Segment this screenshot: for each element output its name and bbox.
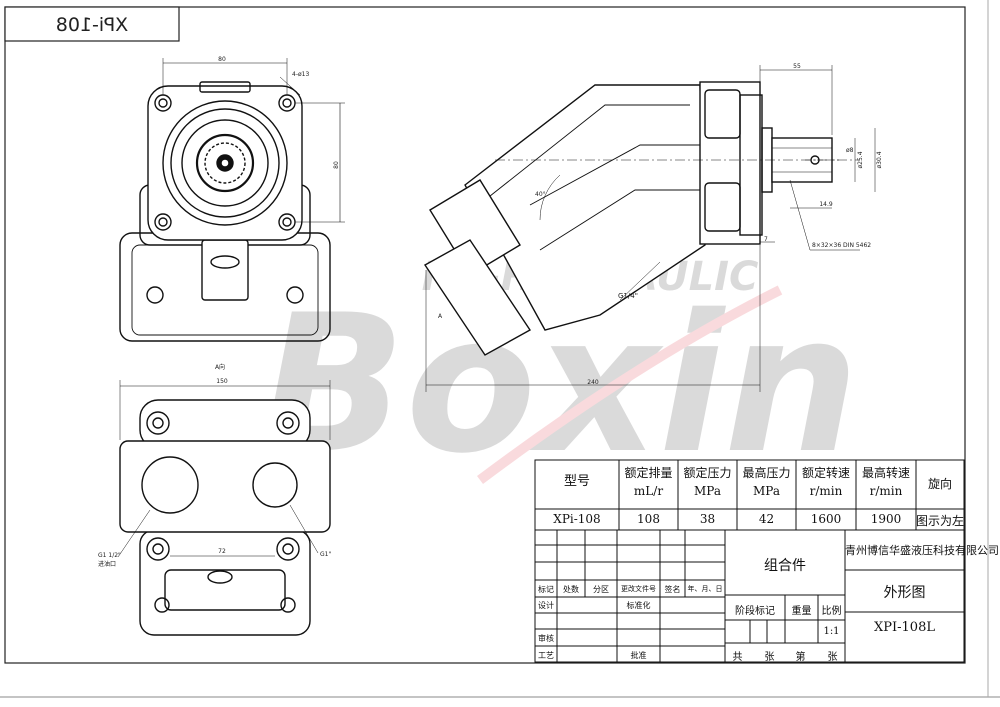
- dim-side-shaft-d2: ø25.4: [857, 151, 864, 168]
- watermark-swoosh: [477, 285, 783, 485]
- title-block-grid: [534, 529, 965, 663]
- dim-side-port: G1/4": [618, 292, 638, 300]
- stage-mark-label: 阶段标记: [735, 606, 775, 617]
- bottom-view: [117, 380, 331, 636]
- spec-header-rated-pressure-unit: MPa: [694, 484, 721, 498]
- rev-label-doc: 更改文件号: [621, 585, 656, 593]
- port-inlet-icon: [141, 456, 199, 514]
- scale-label: 比例: [821, 606, 842, 617]
- spec-header-displacement-unit: mL/r: [633, 484, 664, 498]
- code-box: [4, 6, 180, 42]
- spec-value-rated-pressure: 38: [699, 512, 716, 526]
- spec-header-max-pressure-unit: MPa: [753, 484, 780, 498]
- spec-header-max-speed: 最高转速: [861, 466, 910, 480]
- dim-bottom-a: A向: [215, 363, 225, 371]
- spec-header-rotation: 旋向: [927, 477, 952, 491]
- company-name: 青州博信华盛液压科技有限公司: [845, 544, 999, 557]
- assembly-label: 组合件: [764, 558, 806, 574]
- side-housing: [464, 84, 706, 331]
- drawing-border: [4, 6, 966, 664]
- spec-header-rated-speed: 额定转速: [801, 466, 850, 480]
- review-label: 审核: [538, 634, 554, 643]
- dim-side-top: 55: [793, 63, 801, 70]
- spec-header-model: 型号: [563, 474, 590, 489]
- spec-header-rated-pressure: 额定压力: [683, 466, 732, 480]
- shaft-spline-icon: [195, 133, 255, 193]
- spec-header-displacement: 额定排量: [624, 466, 673, 480]
- dim-side-shaft-d1: ø8: [846, 147, 854, 154]
- port-outlet-icon: [252, 462, 298, 508]
- scale-value: 1:1: [823, 626, 840, 637]
- spec-value-rotation: 图示为左: [916, 514, 965, 528]
- dim-side-spline: 8×32×36 DIN 5462: [812, 242, 871, 249]
- dim-side-14-9: 14.9: [819, 201, 833, 208]
- dim-bottom-width: 150: [216, 378, 228, 385]
- side-view: [423, 65, 876, 392]
- dim-side-length: 240: [587, 379, 599, 386]
- dim-side-shaft-d3: ø30.4: [876, 151, 883, 168]
- rev-label-count: 处数: [563, 585, 579, 594]
- rev-label-date: 年、月、日: [687, 585, 723, 593]
- side-end-housing: [699, 81, 761, 245]
- dim-bottom-port-left: G1 1/2": [98, 552, 121, 559]
- spec-value-displacement: 108: [637, 512, 660, 526]
- spec-header-max-speed-unit: r/min: [869, 484, 903, 498]
- drawing-number: XPI-108L: [874, 620, 935, 635]
- design-label: 设计: [538, 601, 554, 610]
- rev-label-mark: 标记: [538, 585, 554, 594]
- dim-bottom-port-right: G1": [320, 551, 331, 558]
- drawing-title: 外形图: [883, 585, 926, 601]
- dim-side-a: A: [438, 313, 443, 320]
- spec-value-max-speed: 1900: [870, 512, 902, 526]
- sheet-no-unit: 张: [827, 652, 838, 663]
- spec-header-max-pressure: 最高压力: [742, 466, 791, 480]
- sheet-total-label: 共: [732, 652, 743, 663]
- code-box-text: XPi-108: [56, 14, 128, 36]
- weight-label: 重量: [791, 606, 812, 617]
- approve-label: 批准: [630, 651, 647, 660]
- dim-bottom-72: 72: [218, 548, 226, 555]
- process-label: 工艺: [538, 651, 554, 660]
- sheet-total-unit: 张: [764, 652, 775, 663]
- dim-front-holes: 4-ø13: [292, 71, 309, 78]
- sheet-no-label: 第: [795, 652, 806, 663]
- dim-side-7: 7: [764, 236, 768, 243]
- spec-value-rated-speed: 1600: [810, 512, 842, 526]
- dim-front-width: 80: [218, 56, 226, 63]
- dim-side-angle: 40°: [535, 191, 546, 198]
- dim-bottom-port-left-note: 进油口: [98, 560, 116, 568]
- spec-header-rated-speed-unit: r/min: [809, 484, 843, 498]
- front-view: [119, 58, 345, 342]
- dim-front-height: 80: [333, 161, 340, 169]
- spec-value-model: XPi-108: [553, 512, 601, 526]
- rev-label-sign: 签名: [664, 585, 681, 594]
- rev-label-zone: 分区: [593, 585, 609, 594]
- standardize-label: 标准化: [626, 601, 651, 610]
- spec-value-max-pressure: 42: [758, 512, 775, 526]
